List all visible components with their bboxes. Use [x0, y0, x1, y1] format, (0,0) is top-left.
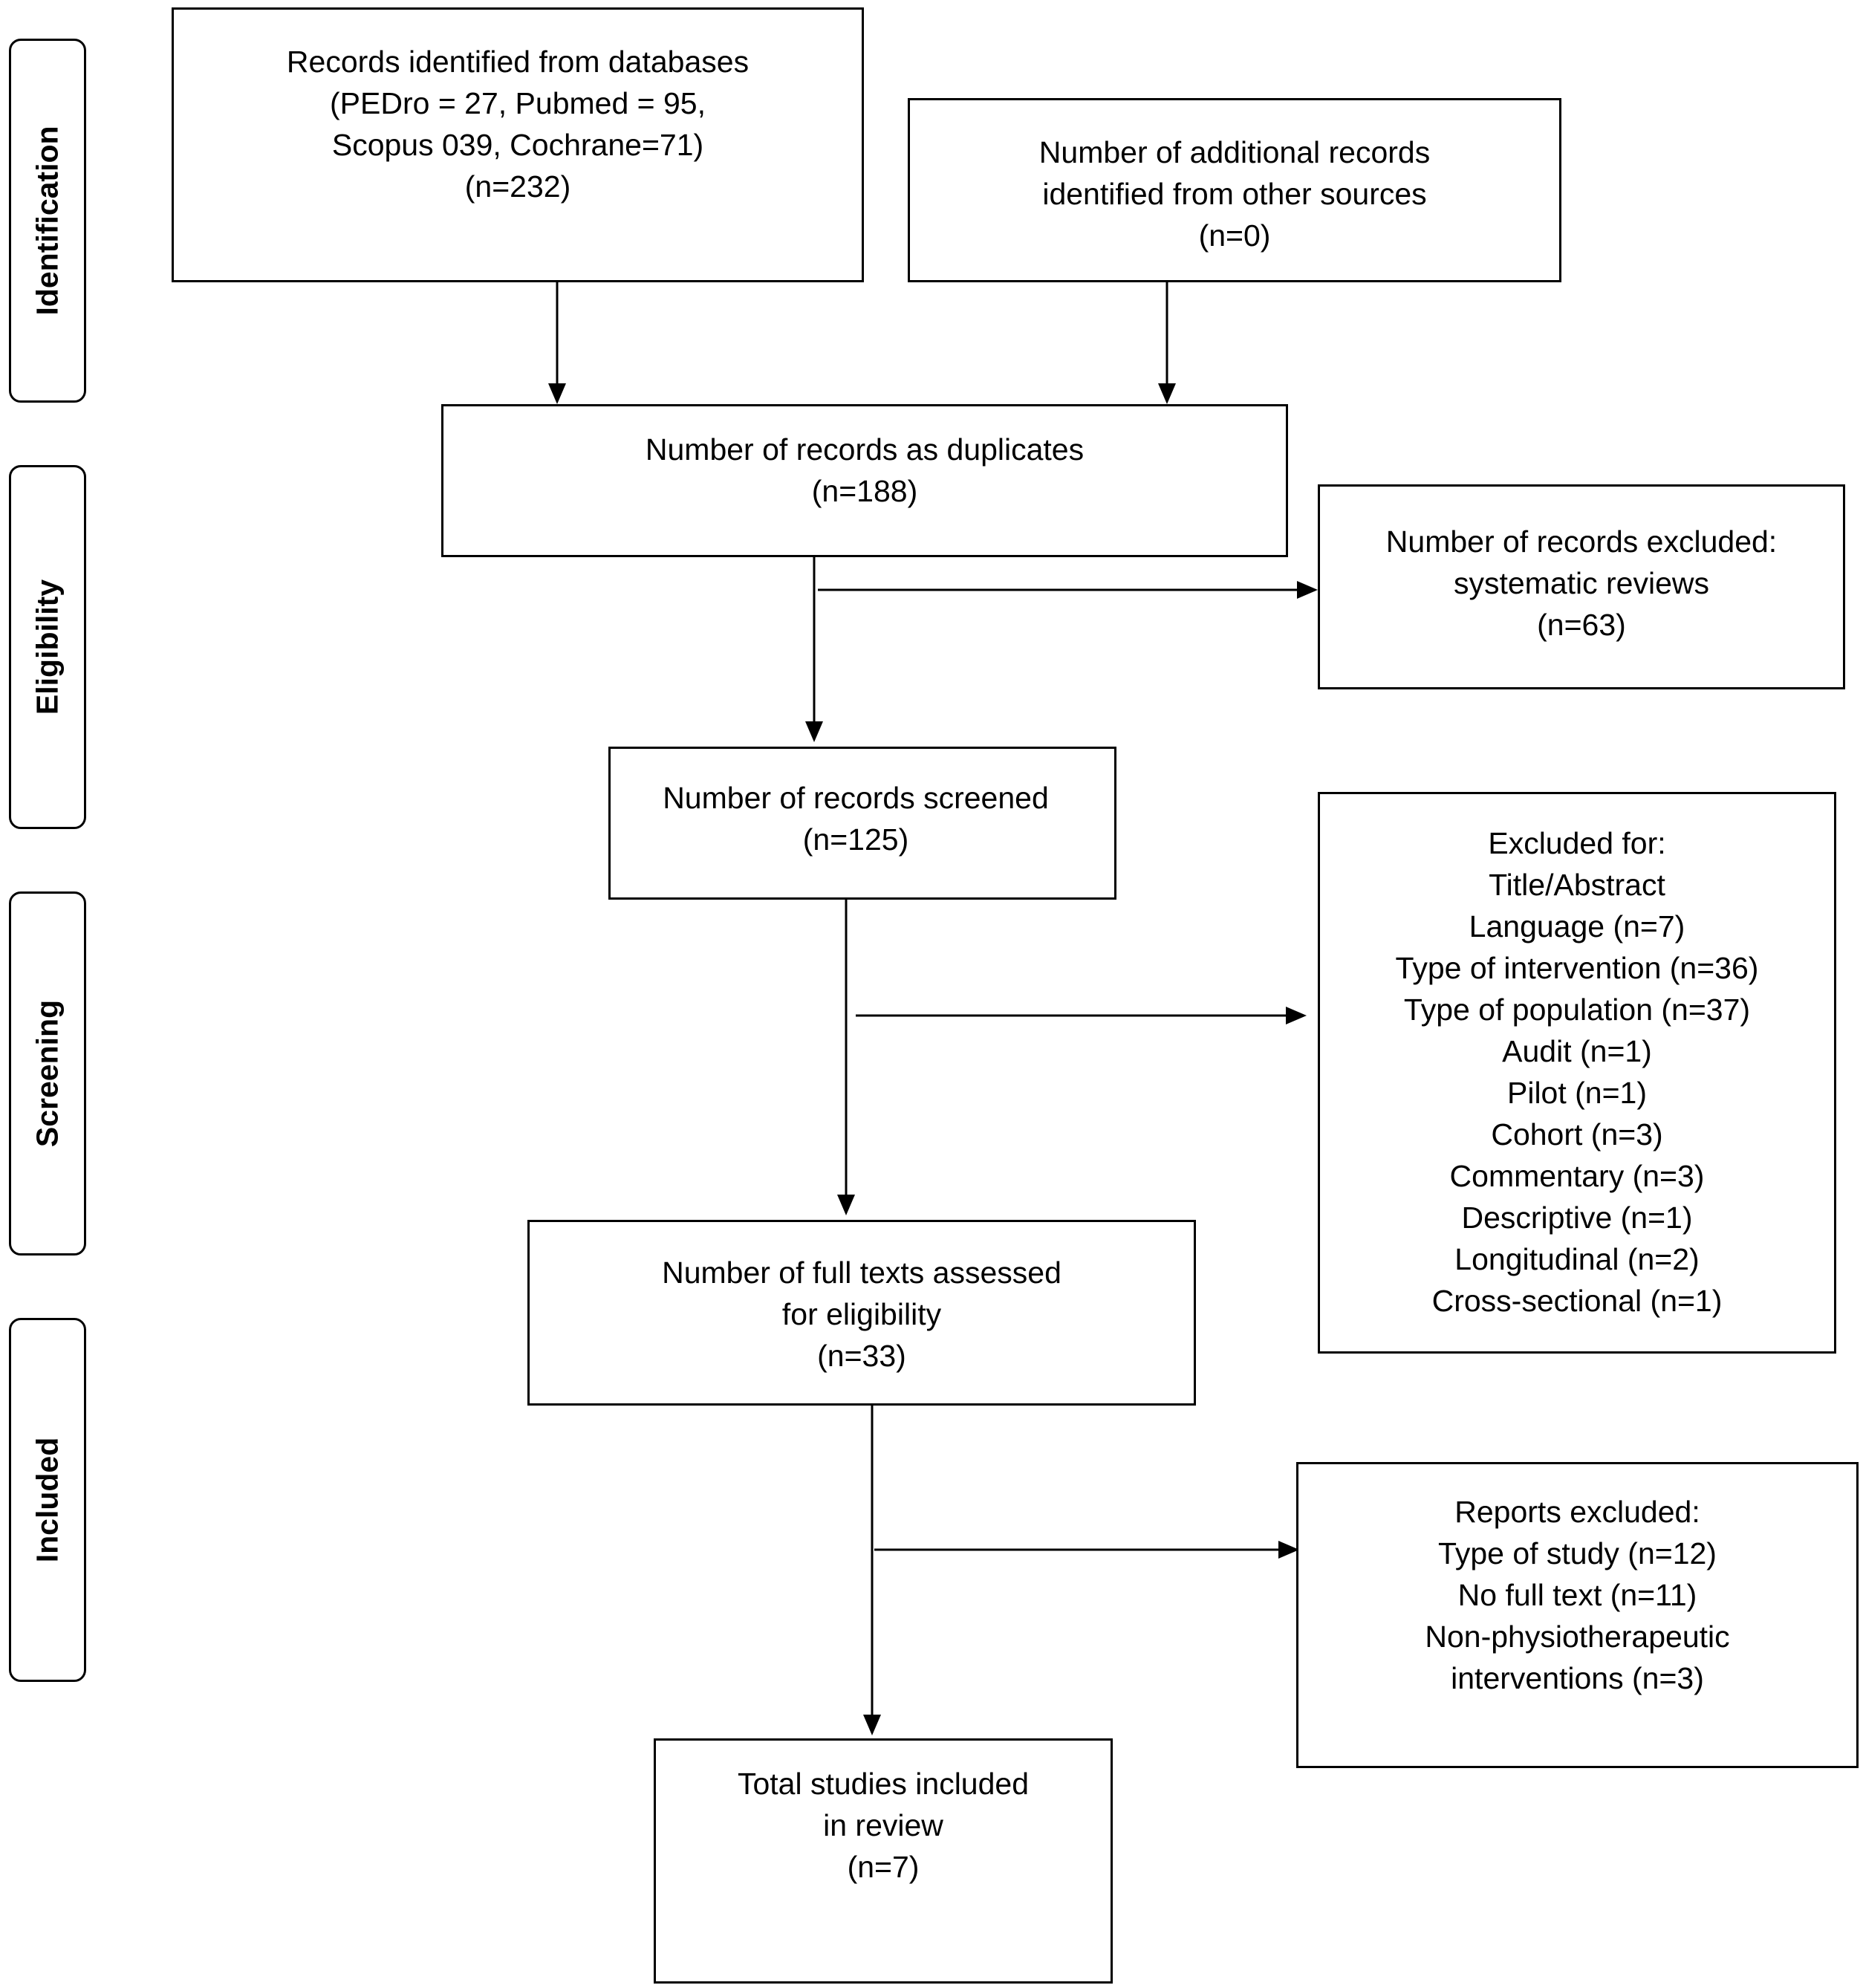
- text-line: in review: [823, 1808, 943, 1842]
- box-reports-excluded: Reports excluded: Type of study (n=12) N…: [1296, 1462, 1859, 1768]
- text-line: Cohort (n=3): [1491, 1117, 1663, 1151]
- text-line: interventions (n=3): [1451, 1661, 1704, 1695]
- text-line: Longitudinal (n=2): [1454, 1242, 1700, 1276]
- arrowhead-2: [1158, 383, 1176, 404]
- box-records-screened: Number of records screened (n=125): [608, 747, 1116, 900]
- text-line: Number of additional records: [1038, 135, 1431, 169]
- stage-screening: Screening: [9, 891, 86, 1256]
- text-line: Cross-sectional (n=1): [1431, 1284, 1723, 1318]
- arrowhead-5: [837, 1195, 855, 1215]
- text-line: Records identified from databases: [286, 45, 750, 79]
- stage-eligibility: Eligibility: [9, 465, 86, 829]
- box-duplicates: Number of records as duplicates (n=188): [441, 404, 1288, 557]
- text-line: Number of records screened: [663, 781, 1049, 815]
- text-line: Scopus 039, Cochrane=71): [331, 128, 704, 162]
- arrowhead-4: [1297, 581, 1318, 599]
- text-line: Excluded for:: [1488, 826, 1666, 860]
- text-line: identified from other sources: [1042, 177, 1427, 211]
- text-line: Title/Abstract: [1489, 868, 1665, 902]
- text-line: Number of records as duplicates: [645, 432, 1085, 467]
- text-line: (n=33): [817, 1339, 906, 1373]
- text-line: Number of full texts assessed: [662, 1256, 1061, 1290]
- arrowhead-8: [1278, 1541, 1299, 1559]
- box-full-texts-assessed: Number of full texts assessed for eligib…: [527, 1220, 1196, 1406]
- text-line: Pilot (n=1): [1506, 1076, 1647, 1110]
- box-excluded-systematic-reviews: Number of records excluded: systematic r…: [1318, 484, 1845, 689]
- text-line: Total studies included: [737, 1767, 1030, 1801]
- text-line: (n=0): [1198, 218, 1271, 253]
- arrowhead-3: [805, 721, 823, 742]
- text-line: Commentary (n=3): [1449, 1159, 1705, 1193]
- text-line: (n=63): [1537, 608, 1626, 642]
- text-line: Type of intervention (n=36): [1395, 951, 1759, 985]
- arrowhead-6: [1286, 1007, 1307, 1024]
- text-line: Audit (n=1): [1502, 1034, 1652, 1068]
- text-line: (PEDro = 27, Pubmed = 95,: [330, 86, 706, 120]
- box-total-studies-included: Total studies included in review (n=7): [654, 1738, 1113, 1984]
- text-line: Number of records excluded:: [1385, 524, 1778, 559]
- stage-included: Included: [9, 1318, 86, 1682]
- text-line: (n=232): [464, 169, 571, 204]
- box-excluded-for: Excluded for: Title/Abstract Language (n…: [1318, 792, 1836, 1354]
- text-line: systematic reviews: [1453, 566, 1709, 600]
- text-line: Type of study (n=12): [1438, 1536, 1717, 1570]
- text-line: Type of population (n=37): [1403, 993, 1751, 1027]
- text-line: Reports excluded:: [1454, 1495, 1700, 1529]
- box-records-databases: Records identified from databases (PEDro…: [172, 7, 864, 282]
- box-additional-records: Number of additional records identified …: [908, 98, 1561, 282]
- text-line: for eligibility: [781, 1297, 942, 1331]
- arrowhead-1: [548, 383, 566, 404]
- text-line: (n=188): [811, 474, 918, 508]
- stage-identification: Identification: [9, 39, 86, 403]
- text-line: Language (n=7): [1469, 909, 1685, 943]
- text-line: (n=7): [847, 1850, 920, 1884]
- text-line: No full text (n=11): [1457, 1578, 1697, 1612]
- arrowhead-7: [863, 1715, 881, 1735]
- text-line: Descriptive (n=1): [1461, 1201, 1693, 1235]
- text-line: (n=125): [802, 822, 909, 857]
- text-line: Non-physiotherapeutic: [1425, 1620, 1730, 1654]
